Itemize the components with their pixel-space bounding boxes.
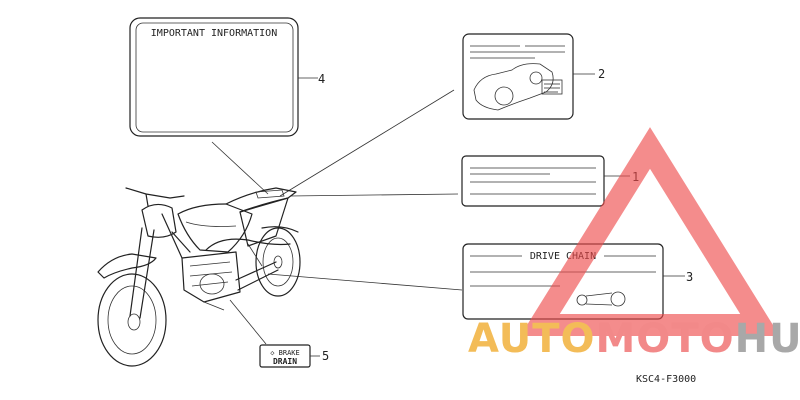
- label-warning-illustration: [462, 33, 574, 120]
- important-information-title: IMPORTANT INFORMATION: [151, 28, 277, 39]
- label-lined-notice: [461, 155, 605, 207]
- brake-label-line2: DRAIN: [273, 357, 297, 366]
- svg-text:AUTOMOTOHUB: AUTOMOTOHUB: [468, 316, 800, 362]
- label-brake-drain: ◇ BRAKE DRAIN: [259, 344, 311, 368]
- brake-label-line1: ◇ BRAKE: [270, 349, 300, 357]
- callout-2: 2: [598, 67, 605, 81]
- watermark-logo-icon: [520, 127, 780, 336]
- callout-3: 3: [686, 270, 693, 284]
- label-important-information: IMPORTANT INFORMATION: [129, 17, 299, 137]
- watermark-moto: MOTO: [596, 316, 735, 362]
- drive-chain-title: DRIVE CHAIN: [530, 251, 596, 262]
- watermark: AUTOMOTOHUB: [468, 127, 800, 362]
- part-code: KSC4-F3000: [636, 374, 696, 385]
- watermark-auto: AUTO: [468, 316, 596, 362]
- watermark-hub: HUB: [735, 316, 800, 362]
- motorcycle-illustration: [97, 187, 301, 367]
- callout-4: 4: [318, 72, 325, 86]
- leader-lines: [211, 89, 463, 345]
- callout-5: 5: [322, 349, 329, 363]
